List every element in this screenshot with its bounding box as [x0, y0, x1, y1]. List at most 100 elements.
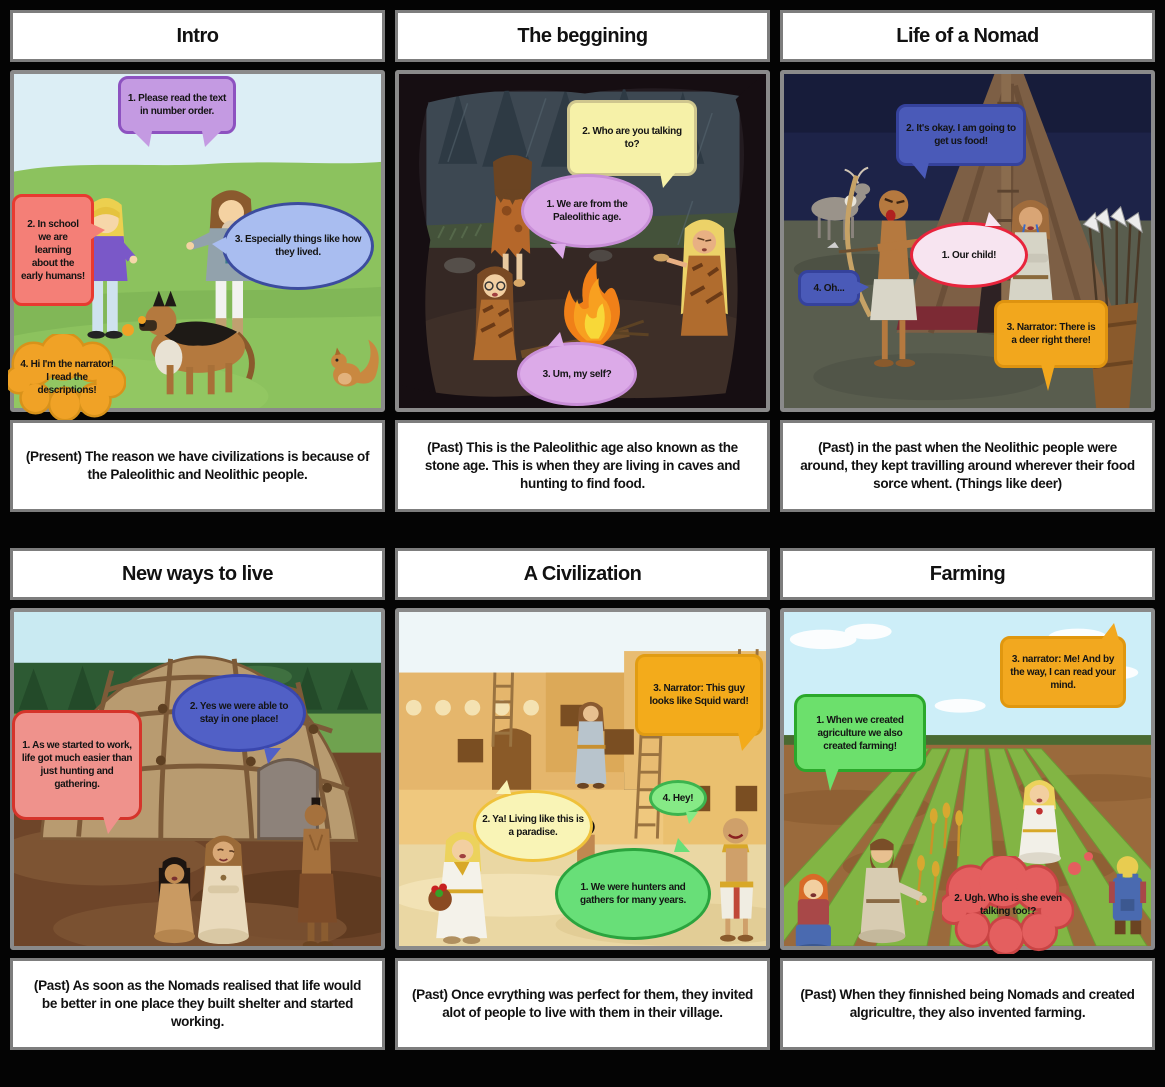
bubble-text: 4. Hi I'm the narrator! I read the descr… — [20, 358, 114, 396]
bubble-text: 4. Hey! — [662, 792, 694, 804]
caveman-standing — [490, 155, 533, 287]
speech-bubble-2: 2. Yes we were able to stay in one place… — [172, 674, 306, 764]
bubble-tail — [133, 131, 152, 147]
bubble-text: 1. We were hunters and gathers for many … — [580, 882, 686, 906]
bubble-tail — [1041, 364, 1055, 391]
redhead-girl — [795, 873, 831, 946]
speech-bubble-2: 2. Who are you talking to? — [567, 100, 697, 188]
bubble-tail — [985, 212, 1001, 226]
cell-description: (Past) As soon as the Nomads realised th… — [33, 977, 362, 1030]
bubble-tail — [103, 816, 121, 834]
native-girl — [153, 857, 196, 944]
thought-bubble-4: 4. Hi I'm the narrator! I read the descr… — [8, 334, 126, 420]
bubble-text: 3. Especially things like how they lived… — [234, 234, 362, 258]
bubble-tail — [202, 131, 221, 147]
bubble-tail — [674, 838, 690, 852]
speech-bubble-1: 1. When we created agriculture we also c… — [794, 694, 926, 791]
scene-farm[interactable]: 3. narrator: Me! And by the way, I can r… — [780, 608, 1155, 954]
bubble-text: 2. Ya! Living like this is a paradise. — [482, 814, 584, 838]
thought-dot — [138, 316, 146, 324]
scene-village[interactable]: 3. Narrator: This guy looks like Squid w… — [395, 608, 770, 950]
bubble-text: 2. In school we are learning about the e… — [21, 218, 85, 282]
scene-illustration-night-camp — [784, 74, 1151, 408]
cell-description: (Past) in the past when the Neolithic pe… — [800, 439, 1135, 492]
native-woman — [197, 835, 249, 945]
bubble-text: 2. Ugh. Who is she even talking too!? — [954, 893, 1062, 917]
description-box: (Past) in the past when the Neolithic pe… — [780, 420, 1155, 512]
bubble-text: 3. Narrator: There is a deer right there… — [1006, 322, 1096, 346]
cloud-shape — [8, 334, 126, 420]
cell-description: (Past) This is the Paleolithic age also … — [424, 439, 741, 492]
cell-title: Life of a Nomad — [896, 24, 1039, 47]
bubble-text: 1. Please read the text in number order. — [127, 93, 227, 117]
scene-nomad-camp[interactable]: 2. It's okay. I am going to get us food!… — [780, 70, 1155, 412]
description-box: (Past) As soon as the Nomads realised th… — [10, 958, 385, 1050]
bubble-tail — [660, 172, 676, 188]
bubble-tail — [496, 780, 511, 794]
bubble-tail — [1101, 623, 1119, 640]
title-box: New ways to live — [10, 548, 385, 600]
bubble-text: 3. narrator: Me! And by the way, I can r… — [1010, 653, 1116, 691]
speech-bubble-3: 3. Especially things like how they lived… — [212, 202, 374, 290]
bubble-text: 3. Um, my self? — [542, 368, 612, 380]
bubble-tail — [686, 812, 698, 824]
bubble-text: 1. Our child! — [941, 249, 997, 261]
nomad-hunter — [827, 174, 926, 367]
scene-cave[interactable]: 2. Who are you talking to? 1. We are fro… — [395, 70, 770, 412]
bubble-tail — [548, 332, 564, 346]
description-box: (Past) This is the Paleolithic age also … — [395, 420, 770, 512]
cell-title: A Civilization — [523, 562, 642, 585]
cell-title: New ways to live — [122, 562, 273, 585]
bubble-tail — [212, 237, 226, 254]
cell-description: (Present) The reason we have civilizatio… — [25, 448, 370, 482]
bubble-tail — [738, 732, 758, 751]
title-box: Intro — [10, 10, 385, 62]
title-box: Farming — [780, 548, 1155, 600]
speech-bubble-1: 1. Our child! — [910, 212, 1028, 288]
description-box: (Present) The reason we have civilizatio… — [10, 420, 385, 512]
cell-title: Farming — [929, 562, 1006, 585]
thought-dot — [1068, 862, 1081, 875]
speech-bubble-2: 2. Ya! Living like this is a paradise. — [473, 780, 593, 862]
speech-bubble-4: 4. Hey! — [649, 780, 707, 824]
bubble-tail — [550, 244, 566, 259]
bearded-man — [858, 838, 927, 944]
scene-intro[interactable]: 1. Please read the text in number order.… — [8, 70, 385, 420]
speech-bubble-4: 4. Oh... — [798, 270, 869, 306]
cell-title: The beggining — [517, 24, 648, 47]
treeline — [784, 735, 1151, 747]
bubble-text: 2. It's okay. I am going to get us food! — [906, 123, 1016, 147]
cell-description: (Past) Once evrything was perfect for th… — [411, 986, 754, 1020]
bubble-tail — [825, 768, 839, 791]
blonde-boy-overalls — [1108, 856, 1147, 935]
cavewoman-blonde-kneeling — [653, 219, 728, 336]
bubble-text: 2. Yes we were able to stay in one place… — [189, 701, 289, 725]
door — [491, 728, 532, 790]
speech-bubble-1: 1. Please read the text in number order. — [118, 76, 236, 147]
description-box: (Past) Once evrything was perfect for th… — [395, 958, 770, 1050]
speech-bubble-1: 1. We are from the Paleolithic age. — [521, 174, 653, 259]
bubble-text: 1. When we created agriculture we also c… — [816, 714, 904, 752]
title-box: A Civilization — [395, 548, 770, 600]
bubble-text: 1. We are from the Paleolithic age. — [546, 199, 628, 223]
thought-bubble-2: 2. Ugh. Who is she even talking too!? — [942, 856, 1074, 954]
native-man — [297, 797, 337, 946]
speech-bubble-2: 2. It's okay. I am going to get us food! — [896, 104, 1026, 179]
bubble-text: 2. Who are you talking to? — [582, 126, 682, 150]
description-box: (Past) When they finnished being Nomads … — [780, 958, 1155, 1050]
cave-wall — [399, 74, 766, 408]
speech-bubble-3: 3. Um, my self? — [517, 332, 637, 406]
bubble-tail — [911, 162, 929, 179]
scene-wigwam[interactable]: 2. Yes we were able to stay in one place… — [10, 608, 385, 950]
basket — [428, 887, 452, 911]
thought-dot — [1084, 852, 1093, 861]
bubble-text: 3. Narrator: This guy looks like Squid w… — [649, 683, 749, 707]
speech-bubble-3: 3. narrator: Me! And by the way, I can r… — [1000, 623, 1126, 708]
cell-title: Intro — [176, 24, 219, 47]
thought-dot — [122, 324, 134, 336]
speech-bubble-1: 1. We were hunters and gathers for many … — [555, 838, 711, 940]
speech-bubble-3: 3. Narrator: This guy looks like Squid w… — [635, 654, 763, 751]
blonde-woman-white-robe — [1017, 779, 1061, 864]
title-box: Life of a Nomad — [780, 10, 1155, 62]
